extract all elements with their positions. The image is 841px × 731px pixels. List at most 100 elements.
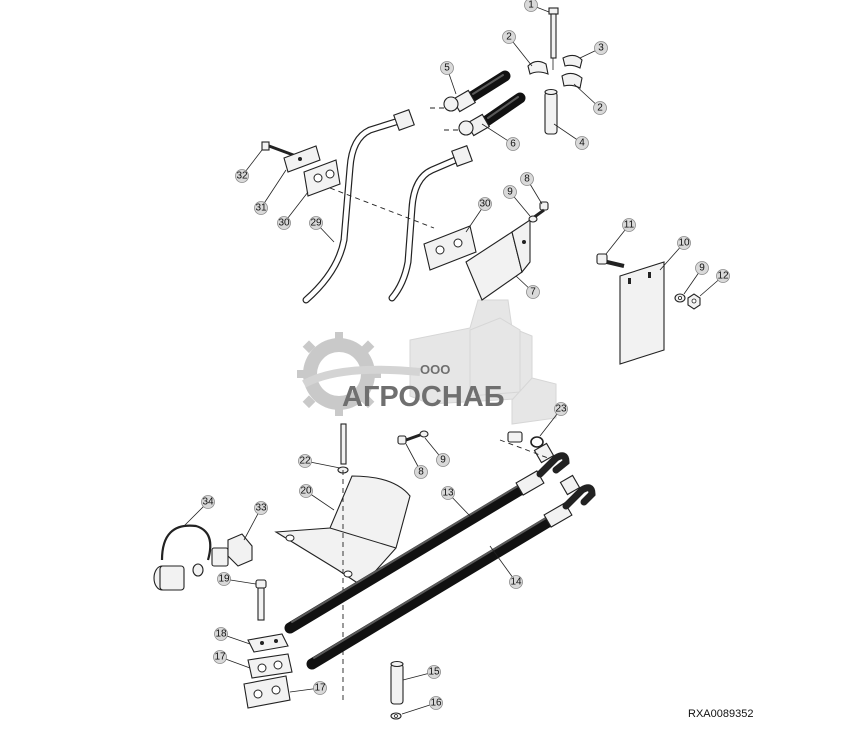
steel-pipe-left	[302, 109, 415, 304]
callout-number: 8	[524, 174, 530, 185]
washer-9-right	[674, 293, 686, 303]
callout-30: 30	[465, 197, 492, 233]
callout-badge	[429, 696, 443, 710]
callout-17: 17	[289, 681, 327, 695]
hose-13	[284, 442, 570, 634]
callout-badge	[554, 402, 568, 416]
nut-12	[687, 293, 701, 310]
callout-badge	[217, 572, 231, 586]
callout-number: 31	[255, 203, 267, 214]
steel-pipe-right	[388, 145, 473, 302]
callout-34: 34	[183, 495, 215, 527]
callout-badge	[677, 236, 691, 250]
callout-number: 4	[579, 138, 585, 149]
callout-number: 7	[530, 287, 536, 298]
callout-23: 23	[539, 402, 568, 437]
callout-30: 30	[277, 191, 309, 230]
callout-badge	[254, 501, 268, 515]
callout-number: 13	[442, 488, 454, 499]
diagram-code: RXA0089352	[688, 708, 753, 720]
callout-badge	[526, 285, 540, 299]
callout-2: 2	[502, 30, 533, 67]
callout-badge	[502, 30, 516, 44]
bracket-7	[465, 218, 531, 301]
callout-8: 8	[520, 172, 543, 205]
callout-16: 16	[401, 696, 443, 715]
callout-number: 23	[555, 404, 567, 415]
callout-badge	[441, 486, 455, 500]
callout-leader	[260, 169, 287, 209]
spacer-15	[390, 660, 404, 705]
callout-badge	[313, 681, 327, 695]
callout-number: 11	[624, 220, 635, 231]
washer-16	[390, 712, 402, 720]
callout-number: 20	[300, 486, 312, 497]
callout-32: 32	[235, 149, 263, 183]
watermark-logo: ООО АГРОСНАБ	[297, 299, 557, 425]
callout-leader	[489, 545, 517, 583]
callout-6: 6	[481, 123, 520, 151]
callout-31: 31	[254, 169, 287, 215]
coupler-34	[153, 524, 212, 591]
dash-line	[329, 187, 435, 229]
callout-number: 9	[440, 455, 446, 466]
callout-badge	[524, 0, 538, 12]
callout-3: 3	[579, 41, 608, 59]
fitting-33	[211, 533, 253, 567]
clamp-17-upper	[247, 653, 293, 679]
callout-badge	[214, 627, 228, 641]
bolt-32	[261, 141, 297, 158]
callout-5: 5	[440, 61, 457, 95]
bolt-1	[548, 7, 559, 70]
callout-2: 2	[573, 83, 607, 115]
callout-badge	[298, 454, 312, 468]
callout-29: 29	[309, 216, 335, 243]
callout-number: 2	[597, 103, 603, 114]
callout-number: 2	[506, 32, 512, 43]
clamp-30-right	[423, 225, 477, 271]
bolt-19	[255, 579, 267, 621]
callout-33: 33	[243, 501, 268, 541]
callout-number: 15	[428, 667, 440, 678]
callout-7: 7	[515, 275, 540, 299]
callout-badge	[440, 61, 454, 75]
callout-badge	[254, 201, 268, 215]
callout-badge	[509, 575, 523, 589]
callout-number: 8	[418, 467, 424, 478]
washer-9-top	[528, 215, 538, 223]
clamp-2-lower	[561, 72, 583, 89]
callout-19: 19	[217, 572, 257, 586]
callout-14: 14	[489, 545, 523, 589]
callout-13: 13	[441, 486, 471, 517]
callout-1: 1	[524, 0, 550, 13]
clamp-30-left	[303, 159, 341, 197]
callout-9: 9	[683, 261, 709, 295]
callout-badge	[213, 650, 227, 664]
callout-badge	[309, 216, 323, 230]
hose-end-6	[458, 92, 526, 137]
callout-number: 1	[528, 0, 534, 11]
callout-number: 33	[255, 503, 267, 514]
watermark-name: АГРОСНАБ	[342, 381, 505, 413]
callout-badge	[520, 172, 534, 186]
watermark-truck	[409, 299, 557, 425]
callout-number: 9	[507, 187, 513, 198]
callout-11: 11	[605, 218, 636, 255]
callout-22: 22	[298, 454, 341, 469]
callout-number: 10	[678, 238, 690, 249]
watermark-gear-icon	[297, 332, 421, 416]
hose-end-5	[443, 70, 511, 113]
callout-number: 22	[299, 456, 311, 467]
spacer-4	[544, 88, 558, 135]
callout-9: 9	[424, 437, 450, 467]
callout-number: 12	[717, 271, 729, 282]
callout-badge	[478, 197, 492, 211]
callout-badge	[503, 185, 517, 199]
callout-badge	[622, 218, 636, 232]
callout-number: 9	[699, 263, 705, 274]
callout-12: 12	[699, 269, 730, 297]
callout-20: 20	[299, 484, 335, 511]
callout-8: 8	[405, 443, 428, 479]
